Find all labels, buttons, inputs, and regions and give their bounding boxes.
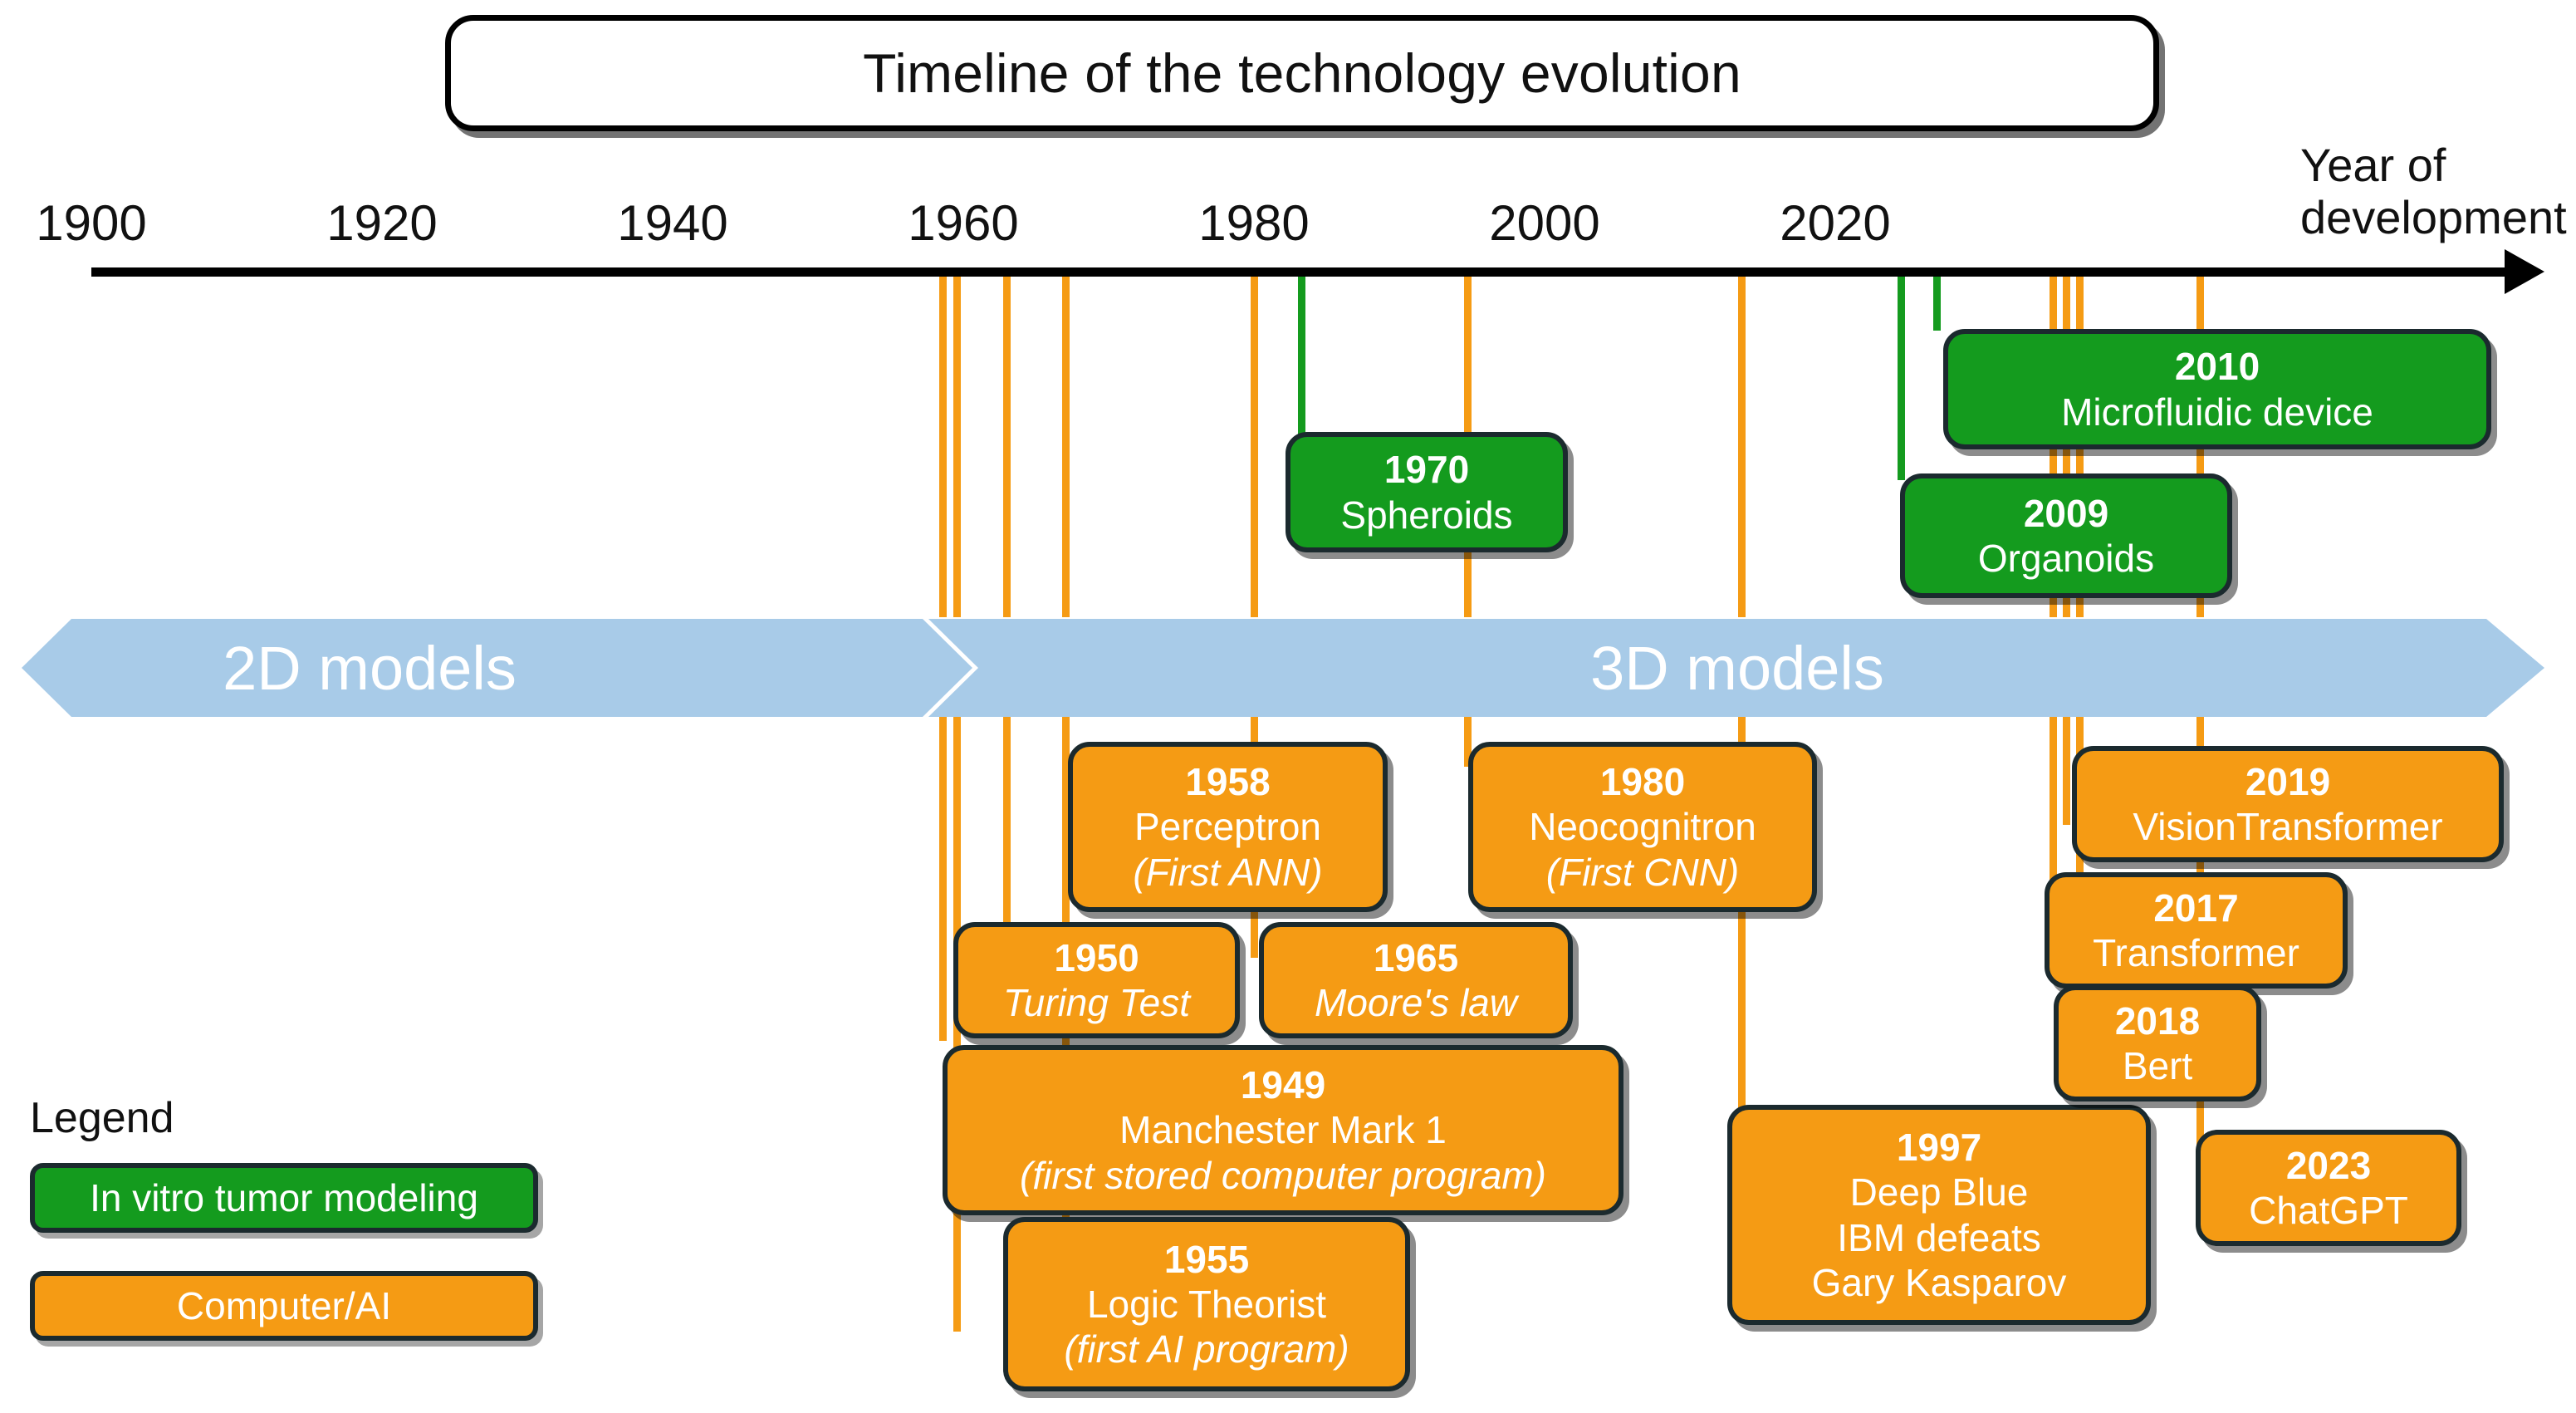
- connector-line: [1003, 277, 1011, 617]
- band-shape: [22, 619, 2544, 717]
- event-year: 2010: [2174, 345, 2260, 389]
- connector-line: [1933, 277, 1941, 331]
- connector-line: [939, 717, 947, 1041]
- diagram-title: Timeline of the technology evolution: [863, 42, 1741, 104]
- connector-line: [1062, 277, 1070, 617]
- event-label: (first AI program): [1064, 1327, 1349, 1371]
- event-label: VisionTransformer: [2133, 805, 2443, 848]
- connector-line: [1251, 277, 1258, 617]
- connector-line: [1464, 717, 1472, 767]
- axis-caption-line-1: Year of: [2300, 139, 2446, 191]
- event-year: 1958: [1185, 760, 1271, 804]
- connector-line: [1003, 717, 1011, 958]
- event-label: Gary Kasparov: [1811, 1260, 2067, 1304]
- event-year: 1965: [1373, 935, 1459, 979]
- event-label: Organoids: [1977, 537, 2155, 580]
- event-year: 1949: [1240, 1063, 1326, 1107]
- legend-chip-label: Computer/AI: [176, 1284, 392, 1327]
- event-label: Perceptron: [1134, 805, 1321, 849]
- event-label: ChatGPT: [2249, 1189, 2408, 1232]
- event-label: Transformer: [2093, 931, 2299, 974]
- axis-tick-1900: 1900: [36, 195, 147, 251]
- model-progression-band: [22, 619, 2544, 717]
- axis-tick-1980: 1980: [1198, 195, 1310, 251]
- event-label: Microfluidic device: [2061, 390, 2373, 434]
- connector-line: [1898, 277, 1905, 480]
- event-label: Turing Test: [1003, 981, 1190, 1024]
- event-year: 2017: [2153, 886, 2239, 930]
- axis-tick-1940: 1940: [617, 195, 728, 251]
- timeline-axis-line: [91, 267, 2525, 277]
- connector-line: [939, 277, 947, 617]
- connector-line: [1738, 277, 1746, 617]
- event-label: Deep Blue: [1849, 1170, 2029, 1214]
- axis-caption-line-2: development: [2300, 190, 2567, 243]
- legend-chip-in-vitro[interactable]: In vitro tumor modeling: [30, 1163, 538, 1233]
- event-year: 2023: [2285, 1143, 2372, 1187]
- connector-line: [2063, 717, 2070, 825]
- axis-caption: Year of development: [2300, 139, 2567, 243]
- band-label-3d: 3D models: [1590, 634, 1884, 703]
- connector-line: [2050, 717, 2057, 883]
- event-label: Logic Theorist: [1086, 1282, 1327, 1326]
- connector-line: [1738, 717, 1746, 1120]
- connector-line: [953, 277, 961, 617]
- event-label: Spheroids: [1340, 493, 1513, 537]
- event-year: 1950: [1054, 935, 1139, 979]
- axis-tick-2020: 2020: [1780, 195, 1891, 251]
- event-label: Bert: [2122, 1044, 2193, 1087]
- event-year: 1997: [1896, 1125, 1982, 1169]
- event-label: Moore's law: [1315, 981, 1517, 1024]
- timeline-axis-arrow-icon: [2505, 249, 2544, 294]
- event-label: Manchester Mark 1: [1119, 1108, 1447, 1152]
- event-year: 2019: [2245, 759, 2331, 803]
- axis-tick-2000: 2000: [1489, 195, 1600, 251]
- band-label-2d: 2D models: [223, 634, 517, 703]
- event-year: 1955: [1163, 1237, 1250, 1281]
- legend-heading: Legend: [30, 1094, 174, 1142]
- event-label: (first stored computer program): [1020, 1153, 1546, 1197]
- event-year: 1980: [1599, 760, 1686, 804]
- legend-chip-computer-ai[interactable]: Computer/AI: [30, 1271, 538, 1341]
- connector-line: [1298, 277, 1305, 439]
- diagram-title-box: Timeline of the technology evolution: [445, 15, 2159, 131]
- axis-tick-1920: 1920: [326, 195, 438, 251]
- event-year: 2009: [2023, 491, 2109, 535]
- event-label: (First CNN): [1545, 850, 1740, 894]
- event-year: 1970: [1383, 448, 1470, 492]
- legend-chip-label: In vitro tumor modeling: [90, 1176, 478, 1219]
- event-year: 2018: [2114, 998, 2201, 1043]
- event-label: (First ANN): [1133, 850, 1323, 894]
- axis-tick-1960: 1960: [908, 195, 1019, 251]
- event-label: Neocognitron: [1529, 805, 1756, 849]
- event-label: IBM defeats: [1837, 1215, 2041, 1259]
